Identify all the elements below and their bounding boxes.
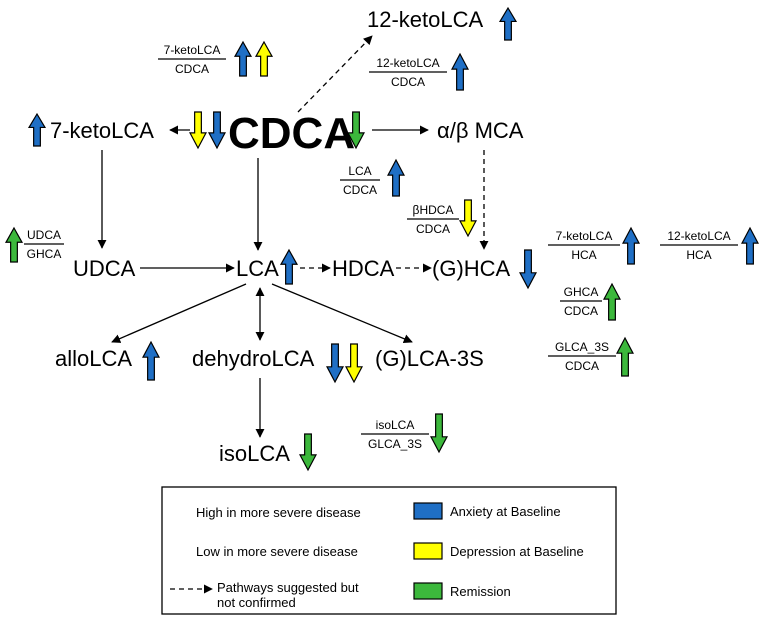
legend-remission-swatch: [413, 582, 443, 600]
arrow-up-anxiety-lca: [279, 248, 299, 285]
ratio-7ketolca-hca: 7-ketoLCA HCA: [548, 229, 620, 262]
legend-depression-label: Depression at Baseline: [450, 544, 584, 559]
ratio-labels: 7-ketoLCA CDCA 12-ketoLCA CDCA LCA CDCA …: [24, 43, 738, 451]
ratio-isolca-glca3s: isoLCA GLCA_3S: [361, 418, 429, 451]
svg-text:CDCA: CDCA: [175, 62, 209, 76]
svg-text:7-ketoLCA: 7-ketoLCA: [164, 43, 221, 57]
lca-to-glca3s-arrow: [271, 283, 413, 344]
ratio-ghca-cdca: GHCA CDCA: [560, 285, 602, 318]
svg-text:CDCA: CDCA: [416, 222, 450, 236]
arrow-down-depression-bhdca-cdca: [459, 199, 477, 238]
arrow-up-anxiety-allolca: [142, 340, 160, 381]
indicator-arrows: [4, 6, 759, 570]
ratio-lca-cdca: LCA CDCA: [340, 164, 380, 197]
svg-text:7-ketoLCA: 7-ketoLCA: [556, 229, 613, 243]
ratio-glca3s-cdca: GLCA_3S CDCA: [548, 340, 616, 373]
ratio-12ketolca-cdca: 12-ketoLCA CDCA: [369, 56, 447, 89]
ratio-7ketolca-cdca: 7-ketoLCA CDCA: [158, 43, 226, 76]
node-udca: UDCA: [73, 256, 136, 281]
arrow-up-anxiety-7ketolca: [27, 112, 47, 147]
metabolite-nodes: 12-ketoLCA 7-ketoLCA CDCA α/β MCA UDCA L…: [50, 7, 524, 466]
arrow-down-remission-isolca-glca3s: [430, 413, 448, 454]
legend-high-label: High in more severe disease: [196, 505, 361, 520]
node-cdca: CDCA: [228, 109, 355, 158]
lca-to-allolca-arrow: [111, 283, 247, 343]
arrow-up-anxiety-12ketolca: [498, 6, 518, 41]
node-lca: LCA: [236, 256, 279, 281]
node-12-ketolca-top: 12-ketoLCA: [367, 7, 484, 32]
arrow-up-anxiety-7ketolca-cdca: [233, 40, 253, 77]
svg-text:CDCA: CDCA: [343, 183, 377, 197]
svg-text:HCA: HCA: [571, 248, 596, 262]
svg-text:CDCA: CDCA: [391, 75, 425, 89]
arrow-down-depression-cdca: [189, 111, 207, 150]
legend-frame: [161, 486, 617, 615]
arrow-up-anxiety-12ketolca-cdca: [451, 52, 469, 91]
ratio-bhdca-cdca: βHDCA CDCA: [407, 203, 459, 236]
ratio-12ketolca-hca: 12-ketoLCA HCA: [660, 229, 738, 262]
arrow-down-anxiety-dehydrolca: [326, 343, 344, 384]
legend-depression-swatch: [413, 542, 443, 560]
arrow-down-anxiety-ghca: [519, 249, 537, 290]
svg-text:12-ketoLCA: 12-ketoLCA: [667, 229, 730, 243]
svg-text:GHCA: GHCA: [27, 247, 62, 261]
node-7-ketolca: 7-ketoLCA: [50, 118, 154, 143]
svg-text:HCA: HCA: [686, 248, 711, 262]
ratio-udca-ghca: UDCA GHCA: [24, 228, 64, 261]
svg-text:GHCA: GHCA: [564, 285, 599, 299]
arrow-up-depression-7ketolca-cdca: [254, 40, 274, 77]
node-hdca: HDCA: [332, 256, 395, 281]
svg-text:βHDCA: βHDCA: [413, 203, 454, 217]
pathway-connectors: [97, 35, 489, 438]
arrow-up-anxiety-lca-cdca: [387, 158, 405, 197]
arrow-up-remission-udca-ghca: [4, 226, 24, 263]
svg-text:GLCA_3S: GLCA_3S: [555, 340, 609, 354]
arrow-down-remission-isolca: [299, 433, 317, 472]
legend-anxiety-label: Anxiety at Baseline: [450, 504, 561, 519]
node-g-hca: (G)HCA: [432, 256, 511, 281]
arrow-down-depression-dehydrolca: [345, 343, 363, 384]
cdca-to-12ketolca-dashed: [297, 35, 373, 113]
arrow-up-remission-ghca-cdca: [603, 282, 621, 321]
svg-text:CDCA: CDCA: [564, 304, 598, 318]
svg-text:GLCA_3S: GLCA_3S: [368, 437, 422, 451]
node-alpha-beta-mca: α/β MCA: [437, 118, 524, 143]
arrow-up-anxiety-12ketolca-hca: [741, 226, 759, 265]
svg-text:isoLCA: isoLCA: [376, 418, 415, 432]
legend-remission-label: Remission: [450, 584, 511, 599]
legend-anxiety-swatch: [413, 502, 443, 520]
svg-text:LCA: LCA: [348, 164, 371, 178]
svg-text:12-ketoLCA: 12-ketoLCA: [376, 56, 439, 70]
arrow-up-remission-glca3s-cdca: [616, 336, 634, 377]
node-isolca: isoLCA: [219, 441, 290, 466]
arrow-up-anxiety-7ketolca-hca: [622, 226, 640, 265]
svg-text:UDCA: UDCA: [27, 228, 61, 242]
arrow-down-remission-cdca: [347, 111, 365, 150]
legend-pathway-label-line1: Pathways suggested but: [217, 580, 359, 595]
arrow-down-anxiety-cdca: [208, 111, 226, 150]
legend-pathway-label-line2: not confirmed: [217, 595, 296, 610]
legend: High in more severe disease Low in more …: [161, 486, 617, 615]
legend-low-label: Low in more severe disease: [196, 544, 358, 559]
node-dehydrolca: dehydroLCA: [192, 346, 315, 371]
node-allolca: alloLCA: [55, 346, 132, 371]
node-g-lca-3s: (G)LCA-3S: [375, 346, 484, 371]
svg-text:CDCA: CDCA: [565, 359, 599, 373]
